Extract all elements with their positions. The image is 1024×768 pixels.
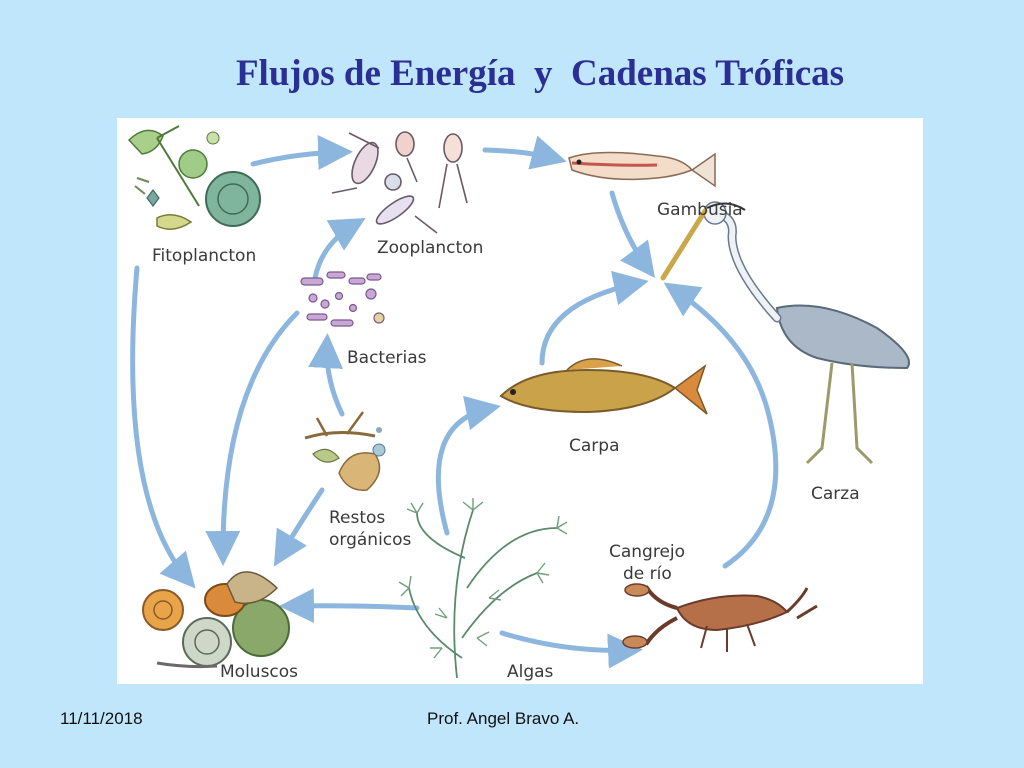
slide-title: Flujos de Energía y Cadenas Tróficas: [235, 53, 845, 94]
arrow-restos-bacterias: [308, 333, 345, 417]
arrow-carpa-carza: [539, 270, 649, 366]
moluscos-illustration: [142, 571, 290, 669]
arrow-cangrejo-carza: [663, 282, 779, 569]
label-zooplancton: Zooplancton: [377, 238, 484, 258]
arrow-algas-carpa: [435, 395, 501, 536]
footer-author: Prof. Angel Bravo A.: [427, 709, 580, 728]
arrow-bacterias-zooplancton: [312, 218, 366, 281]
footer-date: 11/11/2018: [60, 709, 143, 728]
restos-organicos-illustration: [304, 411, 386, 491]
food-web-drawing: [127, 125, 910, 679]
label-bacterias: Bacterias: [347, 348, 427, 368]
label-fitoplancton: Fitoplancton: [152, 246, 257, 266]
arrow-bacterias-moluscos: [205, 310, 300, 566]
label-gambusia: Gambusia: [657, 200, 743, 220]
label-cangrejo-1: Cangrejo: [609, 542, 686, 562]
carza-illustration: [660, 201, 910, 465]
cangrejo-illustration: [622, 583, 818, 652]
label-restos-2: orgánicos: [329, 530, 412, 550]
fitoplancton-illustration: [127, 125, 261, 230]
arrow-algas-cangrejo: [499, 630, 643, 669]
arrow-fitoplancton-moluscos: [130, 265, 196, 589]
label-algas: Algas: [507, 662, 554, 682]
label-cangrejo-2: de río: [623, 564, 672, 584]
arrow-fitoplancton-zooplancton: [250, 135, 353, 171]
algas-illustration: [398, 498, 568, 679]
zooplancton-illustration: [331, 131, 468, 234]
arrow-zooplancton-gambusia: [482, 135, 567, 170]
arrow-gambusia-carza: [609, 190, 655, 279]
food-web-diagram: Fitoplancton Zooplancton Gambusia Bacter…: [117, 118, 923, 684]
label-moluscos: Moluscos: [220, 662, 299, 682]
label-restos-1: Restos: [329, 508, 386, 528]
arrow-algas-moluscos: [279, 588, 420, 624]
arrow-restos-moluscos: [273, 487, 325, 567]
carpa-illustration: [499, 358, 708, 415]
bacterias-illustration: [300, 271, 385, 327]
label-carza: Carza: [811, 484, 860, 504]
gambusia-illustration: [568, 151, 716, 188]
label-carpa: Carpa: [569, 436, 620, 456]
